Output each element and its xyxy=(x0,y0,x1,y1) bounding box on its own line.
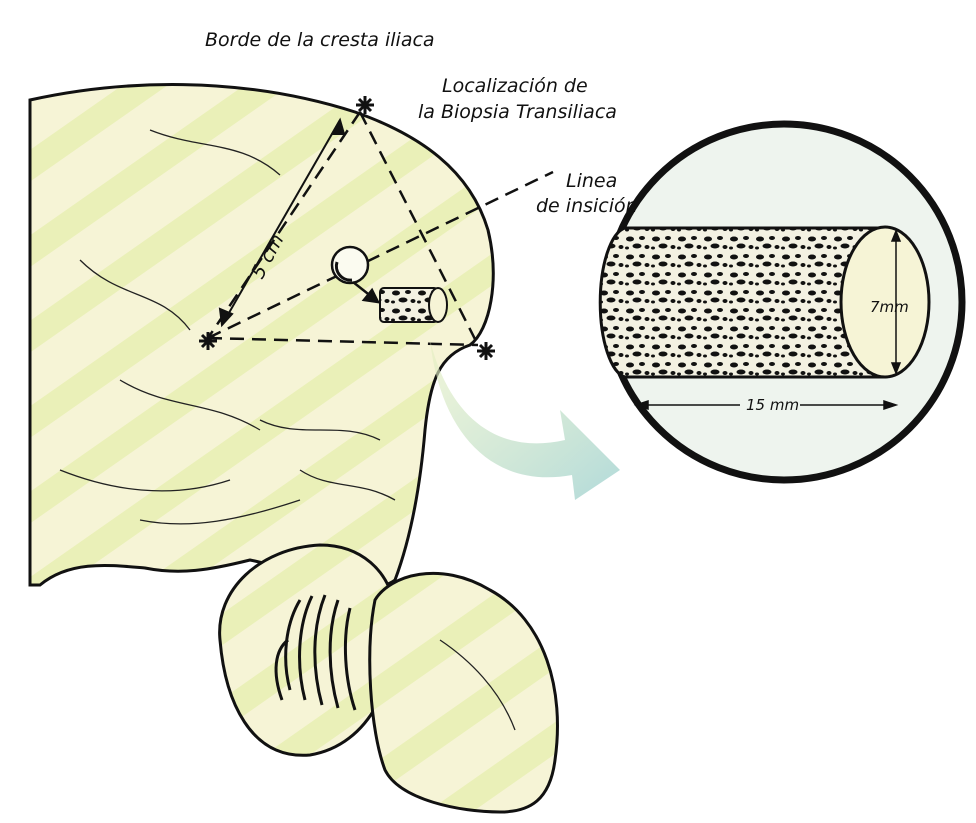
biopsy-location-label-line1: Localización de xyxy=(442,75,588,97)
incision-label-line2: de insición xyxy=(536,195,638,217)
diameter-label: 7mm xyxy=(870,298,909,316)
core-sample-small xyxy=(380,288,447,322)
magnify-arrow xyxy=(430,340,620,500)
femur xyxy=(370,573,558,812)
biopsy-location-label-line2: la Biopsia Transiliaca xyxy=(418,101,617,123)
incision-label-line1: Linea xyxy=(566,170,617,192)
iliac-crest-label: Borde de la cresta iliaca xyxy=(205,29,435,51)
length-label: 15 mm xyxy=(746,396,799,414)
